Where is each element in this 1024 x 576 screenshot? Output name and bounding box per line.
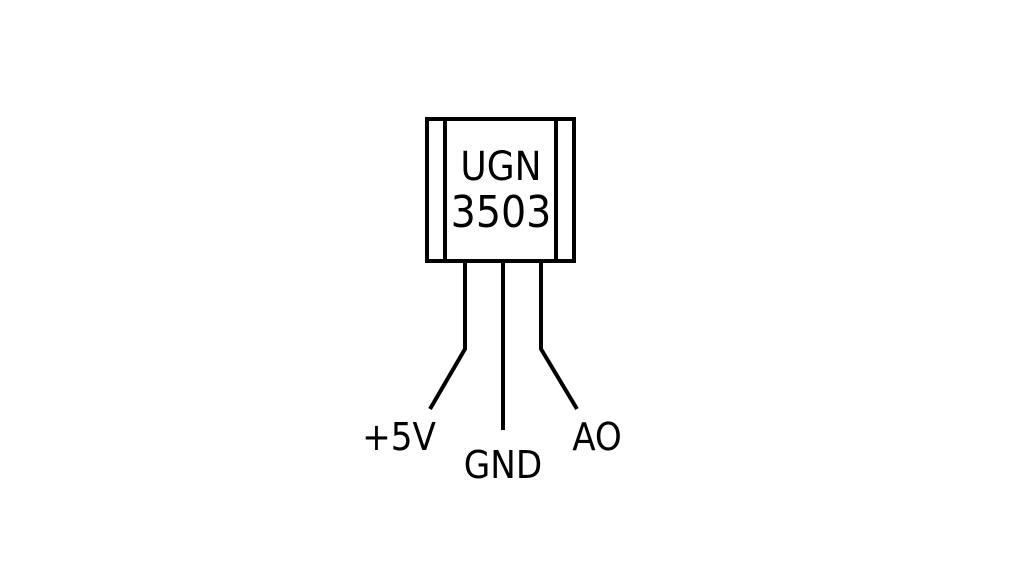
pins <box>428 261 579 430</box>
component-name-line2: 3503 <box>451 187 552 238</box>
component-name-line1: UGN <box>460 144 541 190</box>
pin-label-ao: AO <box>572 415 622 459</box>
pin-label-vcc: +5V <box>362 415 436 459</box>
sensor-package <box>425 117 576 263</box>
pin-vcc-lead <box>428 261 467 411</box>
package-outline <box>425 117 576 263</box>
pin-label-gnd: GND <box>464 443 542 487</box>
pin-ao-lead <box>539 261 579 411</box>
